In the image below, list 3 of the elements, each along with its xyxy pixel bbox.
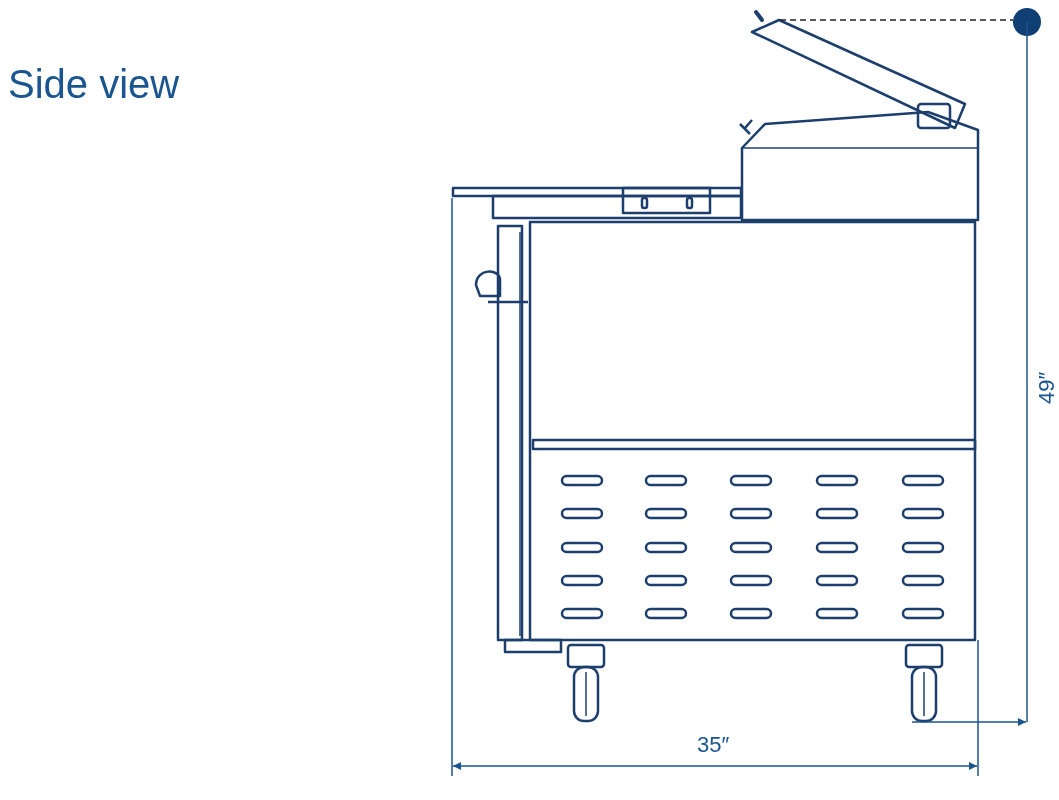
dimension-label: 35″ bbox=[697, 734, 730, 756]
view-title: Side view bbox=[8, 64, 180, 104]
dimension-label: 49″ bbox=[1036, 371, 1058, 404]
